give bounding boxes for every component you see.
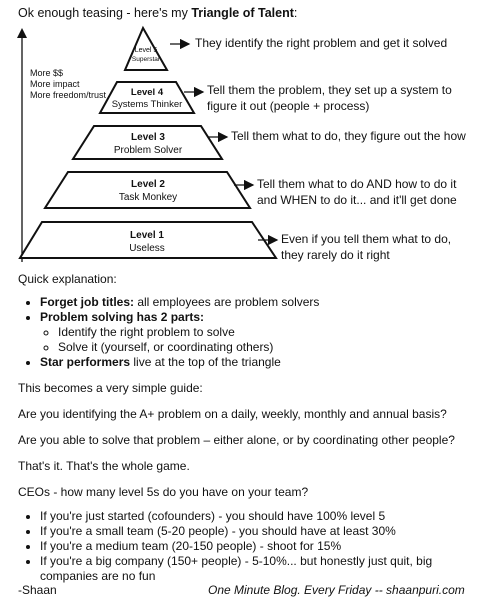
list-item: Forget job titles: all employees are pro… [40,295,471,310]
sub-list-item: Identify the right problem to solve [58,325,471,340]
tier-level-2-shape [43,171,252,209]
bullet-bold: Star performers [40,355,131,369]
paragraph: That's it. That's the whole game. [18,459,190,473]
title-bold: Triangle of Talent [191,6,294,20]
sub-list: Identify the right problem to solve Solv… [40,325,471,355]
ceo-list: If you're just started (cofounders) - yo… [18,509,471,584]
page-title: Ok enough teasing - here's my Triangle o… [18,6,297,20]
tier-level-1-shape [18,221,278,259]
tier-level-4-label: Level 4 [131,87,164,98]
bullet-bold: Problem solving has 2 parts: [40,310,205,324]
tier-level-1-name: Useless [129,243,165,254]
bullet-text: all employees are problem solvers [134,295,320,309]
tier-level-5-label: Level 5 [135,47,158,54]
tier-level-4-description: Tell them the problem, they set up a sys… [207,83,452,113]
tier-level-5-shape [123,25,169,71]
tier-level-2-name: Task Monkey [119,192,177,203]
list-item: If you're a big company (150+ people) - … [40,554,471,584]
tier-level-3-shape [71,125,224,160]
list-item: If you're a medium team (20-150 people) … [40,539,471,554]
triangle-of-talent-diagram: Level 5 Superstar Level 4 Systems Thinke… [17,25,279,262]
list-item: If you're just started (cofounders) - yo… [40,509,471,524]
tier-level-5-name: Superstar [132,56,161,63]
tier-level-2-description: Tell them what to do AND how to do it an… [257,177,457,207]
tier-level-4-shape [98,81,196,114]
explanation-list: Forget job titles: all employees are pro… [18,295,471,370]
paragraph: CEOs - how many level 5s do you have on … [18,485,309,499]
tier-level-5-description: They identify the right problem and get … [195,36,448,50]
explanation-title: Quick explanation: [18,272,117,286]
tier-level-2-label: Level 2 [131,179,165,190]
tier-level-3-name: Problem Solver [114,145,183,156]
body-text: Quick explanation: Forget job titles: al… [18,272,471,584]
side-note-freedom: More freedom/trust [30,90,107,100]
tier-level-1-description: Even if you tell them what to do, they r… [281,232,452,262]
sub-list-item: Solve it (yourself, or coordinating othe… [58,340,471,355]
list-item: If you're a small team (5-20 people) - y… [40,524,471,539]
list-item: Problem solving has 2 parts: Identify th… [40,310,471,355]
paragraph: Are you identifying the A+ problem on a … [18,407,447,421]
axis-side-note: More $$ More impact More freedom/trust [30,68,106,101]
title-suffix: : [293,6,298,20]
tier-level-1-label: Level 1 [130,230,164,241]
paragraph: This becomes a very simple guide: [18,381,203,395]
side-note-impact: More impact [30,79,80,89]
title-prefix: Ok enough teasing - here's my [18,6,192,20]
tier-level-3-description: Tell them what to do, they figure out th… [231,129,466,143]
side-note-money: More $$ [30,68,64,78]
footer-text: One Minute Blog. Every Friday -- shaanpu… [208,583,465,597]
paragraph: Are you able to solve that problem – eit… [18,433,455,447]
tier-level-3-label: Level 3 [131,132,165,143]
tier-level-4-name: Systems Thinker [112,99,183,110]
bullet-text: live at the top of the triangle [130,355,281,369]
bullet-bold: Forget job titles: [40,295,134,309]
signature: -Shaan [18,583,57,597]
vertical-axis-arrowhead [17,28,27,38]
list-item: Star performers live at the top of the t… [40,355,471,370]
